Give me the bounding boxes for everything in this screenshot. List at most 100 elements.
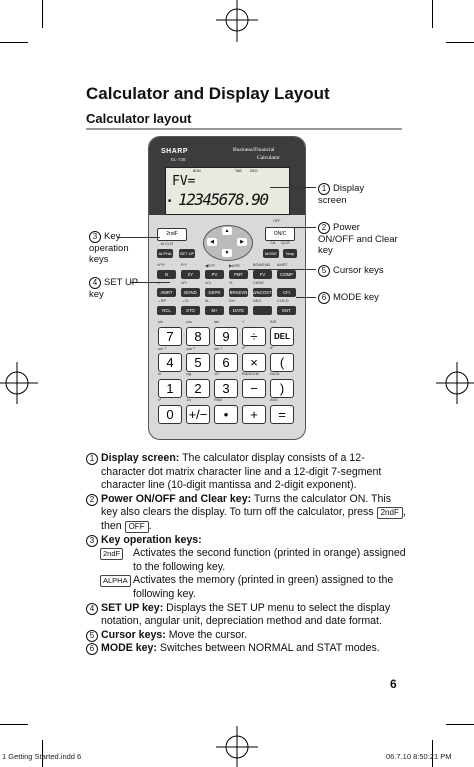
key-label-off: OFF <box>273 219 281 223</box>
key-secondary-label: ◀EFF <box>205 264 216 268</box>
financial-key: I/Y <box>181 270 200 279</box>
numeric-key: +/− <box>186 405 210 424</box>
financial-key: CFi <box>277 288 296 297</box>
page-title: Calculator and Display Layout <box>86 84 330 103</box>
numeric-key: = <box>270 405 294 424</box>
key-secondary-label: % <box>229 281 233 285</box>
percent-wp-key: %wp <box>283 249 297 258</box>
financial-key: STO <box>181 306 200 315</box>
display-7segment-line: 12345678.90 <box>178 190 269 209</box>
indicator-tab: TAB <box>235 169 242 173</box>
financial-key: DEPR <box>205 288 224 297</box>
key-secondary-label: ▶APR <box>229 264 240 268</box>
registration-mark <box>216 726 258 767</box>
calculator-illustration: SHARP EL-738 Business/Financial Calculat… <box>148 136 306 440</box>
cursor-up-key: ▲ <box>222 227 232 235</box>
callout-line <box>130 282 170 283</box>
numeric-key: − <box>242 379 266 398</box>
key-secondary-label: cos⁻¹ <box>186 347 196 351</box>
key-secondary-label: 1/x <box>186 398 192 402</box>
display-flag: ■ <box>168 198 172 204</box>
financial-key: PMT <box>229 270 248 279</box>
financial-key: N <box>157 270 176 279</box>
key-secondary-label: ln <box>158 372 161 376</box>
type-label-line1: Business/Financial <box>233 147 275 153</box>
key-secondary-label: tan <box>214 320 220 324</box>
key-secondary-label: ×P/Y <box>157 263 166 267</box>
key-secondary-label: x² <box>242 346 246 350</box>
key-secondary-label: →Cr <box>181 299 189 303</box>
key-secondary-label: eˣ <box>270 346 274 350</box>
key-secondary-label: M– <box>205 299 211 303</box>
numeric-key: 2 <box>186 379 210 398</box>
alpha-keycap: ALPHA <box>100 575 131 588</box>
financial-key <box>253 306 272 315</box>
crop-mark <box>432 0 433 28</box>
callout-line <box>296 297 316 298</box>
numeric-key: 6 <box>214 353 238 372</box>
key-secondary-label: P/Y <box>181 263 188 267</box>
numeric-key: 8 <box>186 327 210 346</box>
mode-key: MODE <box>263 249 279 258</box>
2ndf-key: 2ndF <box>157 228 187 241</box>
key-secondary-label: sin <box>158 320 163 324</box>
callout-line <box>248 269 316 270</box>
indicator-deg: DEG <box>250 169 258 173</box>
brand-logo: SHARP <box>161 148 189 155</box>
key-secondary-label: CASH <box>253 281 264 285</box>
financial-key: COMP <box>277 270 296 279</box>
off-keycap: OFF <box>124 520 149 533</box>
crop-mark <box>42 740 43 767</box>
2ndf-keycap: 2ndF <box>100 548 124 561</box>
numeric-key: 7 <box>158 327 182 346</box>
cursor-down-key: ▼ <box>222 249 232 257</box>
crop-mark <box>0 42 28 43</box>
numeric-key: 4 <box>158 353 182 372</box>
key-secondary-label: RND <box>214 398 223 402</box>
financial-key: M+ <box>205 306 224 315</box>
financial-key: DATE <box>229 306 248 315</box>
financial-key: Δ%COST <box>253 288 272 297</box>
key-secondary-label: Σd+ <box>229 299 236 303</box>
key-secondary-label: log <box>186 372 192 376</box>
key-secondary-label: n! <box>157 281 161 285</box>
crop-mark <box>0 724 28 725</box>
callout-line <box>292 227 316 228</box>
section-rule <box>86 128 402 130</box>
key-secondary-label: cos <box>186 320 192 324</box>
numeric-key: × <box>242 353 266 372</box>
cursor-right-key: ▶ <box>237 238 247 246</box>
financial-key: RCL <box>157 306 176 315</box>
key-secondary-label: →RP <box>157 299 167 303</box>
section-subtitle: Calculator layout <box>86 111 192 126</box>
key-secondary-label: CLR-D <box>277 299 289 303</box>
indicator-bgn: BGN <box>193 169 201 173</box>
key-secondary-label: DATA <box>270 372 280 376</box>
footer-timestamp: 06.7.10 8:50:21 PM <box>386 752 452 761</box>
key-secondary-label: NEG <box>253 299 262 303</box>
key-secondary-label: 10ˣ <box>214 372 220 376</box>
crop-mark <box>446 724 474 725</box>
key-secondary-label: nPr <box>181 281 187 285</box>
key-secondary-label: BGN/END <box>253 263 271 267</box>
numeric-key: 0 <box>158 405 182 424</box>
m-clr-label: M-CLR <box>160 241 174 246</box>
type-label-line2: Calculator <box>257 155 280 161</box>
financial-key: ENT <box>277 306 296 315</box>
numeric-key: + <box>242 405 266 424</box>
registration-mark <box>436 362 474 404</box>
key-label-quit: QUIT <box>281 241 291 245</box>
